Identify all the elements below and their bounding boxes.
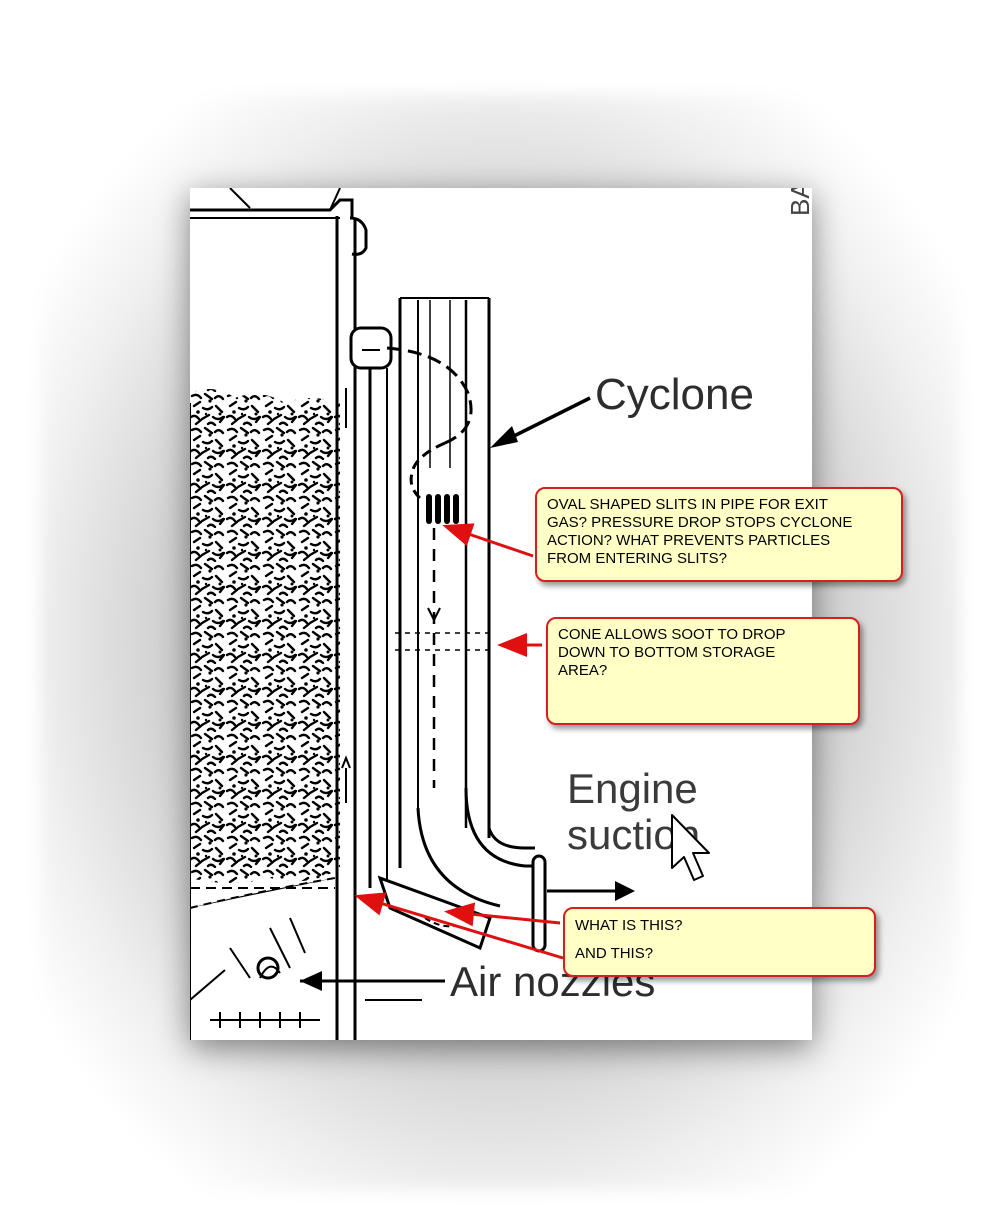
annotation-line: OVAL SHAPED SLITS IN PIPE FOR EXIT — [547, 496, 828, 513]
annotation-line: WHAT IS THIS? — [575, 917, 683, 934]
annotation-exit-slits: OVAL SHAPED SLITS IN PIPE FOR EXIT GAS? … — [535, 487, 903, 582]
annotation-what-is-this: WHAT IS THIS? AND THIS? — [563, 907, 876, 977]
annotation-line: AREA? — [558, 662, 608, 679]
annotation-cone: CONE ALLOWS SOOT TO DROP DOWN TO BOTTOM … — [546, 617, 860, 725]
exit-slits — [426, 494, 459, 524]
fuel-bed — [190, 389, 340, 883]
gasifier-diagram — [190, 188, 635, 1040]
arrow-what-is-this — [444, 902, 561, 927]
mouse-pointer-icon — [671, 814, 710, 881]
arrow-and-this — [354, 892, 564, 960]
annotation-line: DOWN TO BOTTOM STORAGE — [558, 644, 776, 661]
cyclone-label: Cyclone — [595, 370, 754, 419]
annotation-line: AND THIS? — [575, 945, 654, 962]
engine-suction-line-1: Engine — [567, 765, 698, 812]
annotation-line: FROM ENTERING SLITS? — [547, 550, 728, 567]
annotation-line: GAS? PRESSURE DROP STOPS CYCLONE — [547, 514, 853, 531]
annotation-line: CONE ALLOWS SOOT TO DROP — [558, 626, 786, 643]
annotation-line: ACTION? WHAT PREVENTS PARTICLES — [547, 532, 831, 549]
arrow-slits — [442, 523, 534, 558]
diagram-sheet: Cyclone Engine suction Air nozzles BA-G — [190, 188, 812, 1040]
